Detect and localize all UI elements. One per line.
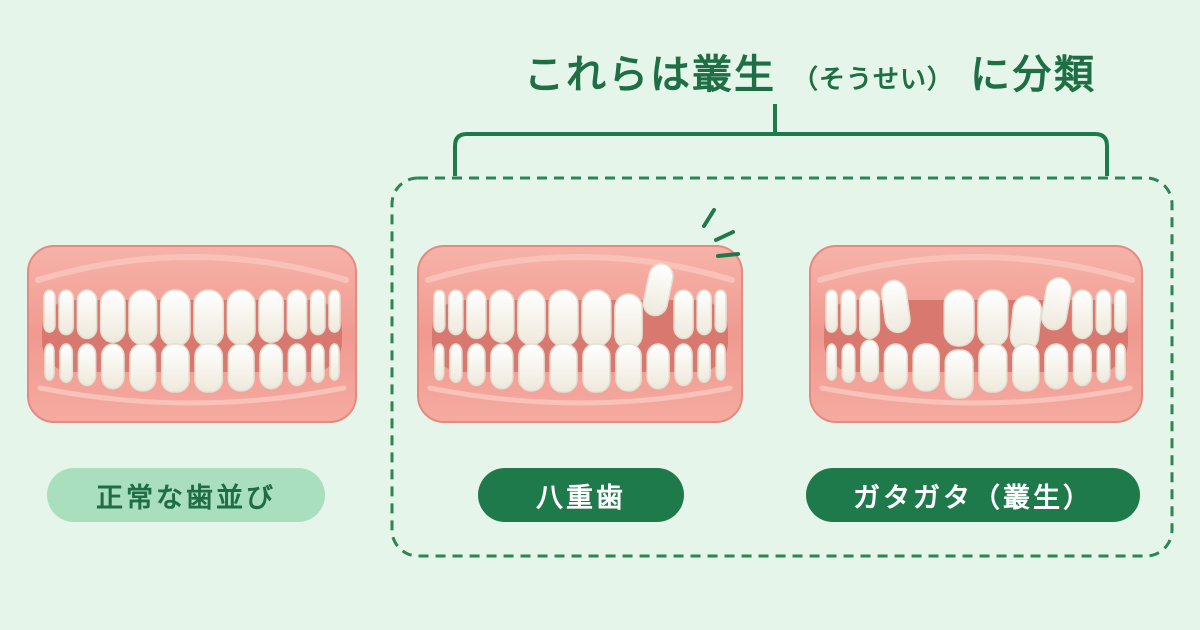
- title-suffix: に分類: [969, 52, 1096, 98]
- emphasis-lines-icon: [702, 208, 740, 258]
- title-main: これらは叢生: [524, 52, 777, 98]
- jaw-crowded: [809, 245, 1143, 423]
- label-yaeba: 八重歯: [478, 468, 684, 522]
- page-title: これらは叢生 （そうせい） に分類: [440, 42, 1180, 100]
- title-reading: （そうせい）: [791, 65, 954, 95]
- jaw-normal: [27, 245, 357, 423]
- label-normal: 正常な歯並び: [47, 468, 325, 522]
- label-crowded: ガタガタ（叢生）: [806, 468, 1140, 522]
- dashed-group-box: [390, 176, 1174, 558]
- grouping-bracket: [453, 104, 1109, 176]
- jaw-yaeba: [417, 245, 743, 423]
